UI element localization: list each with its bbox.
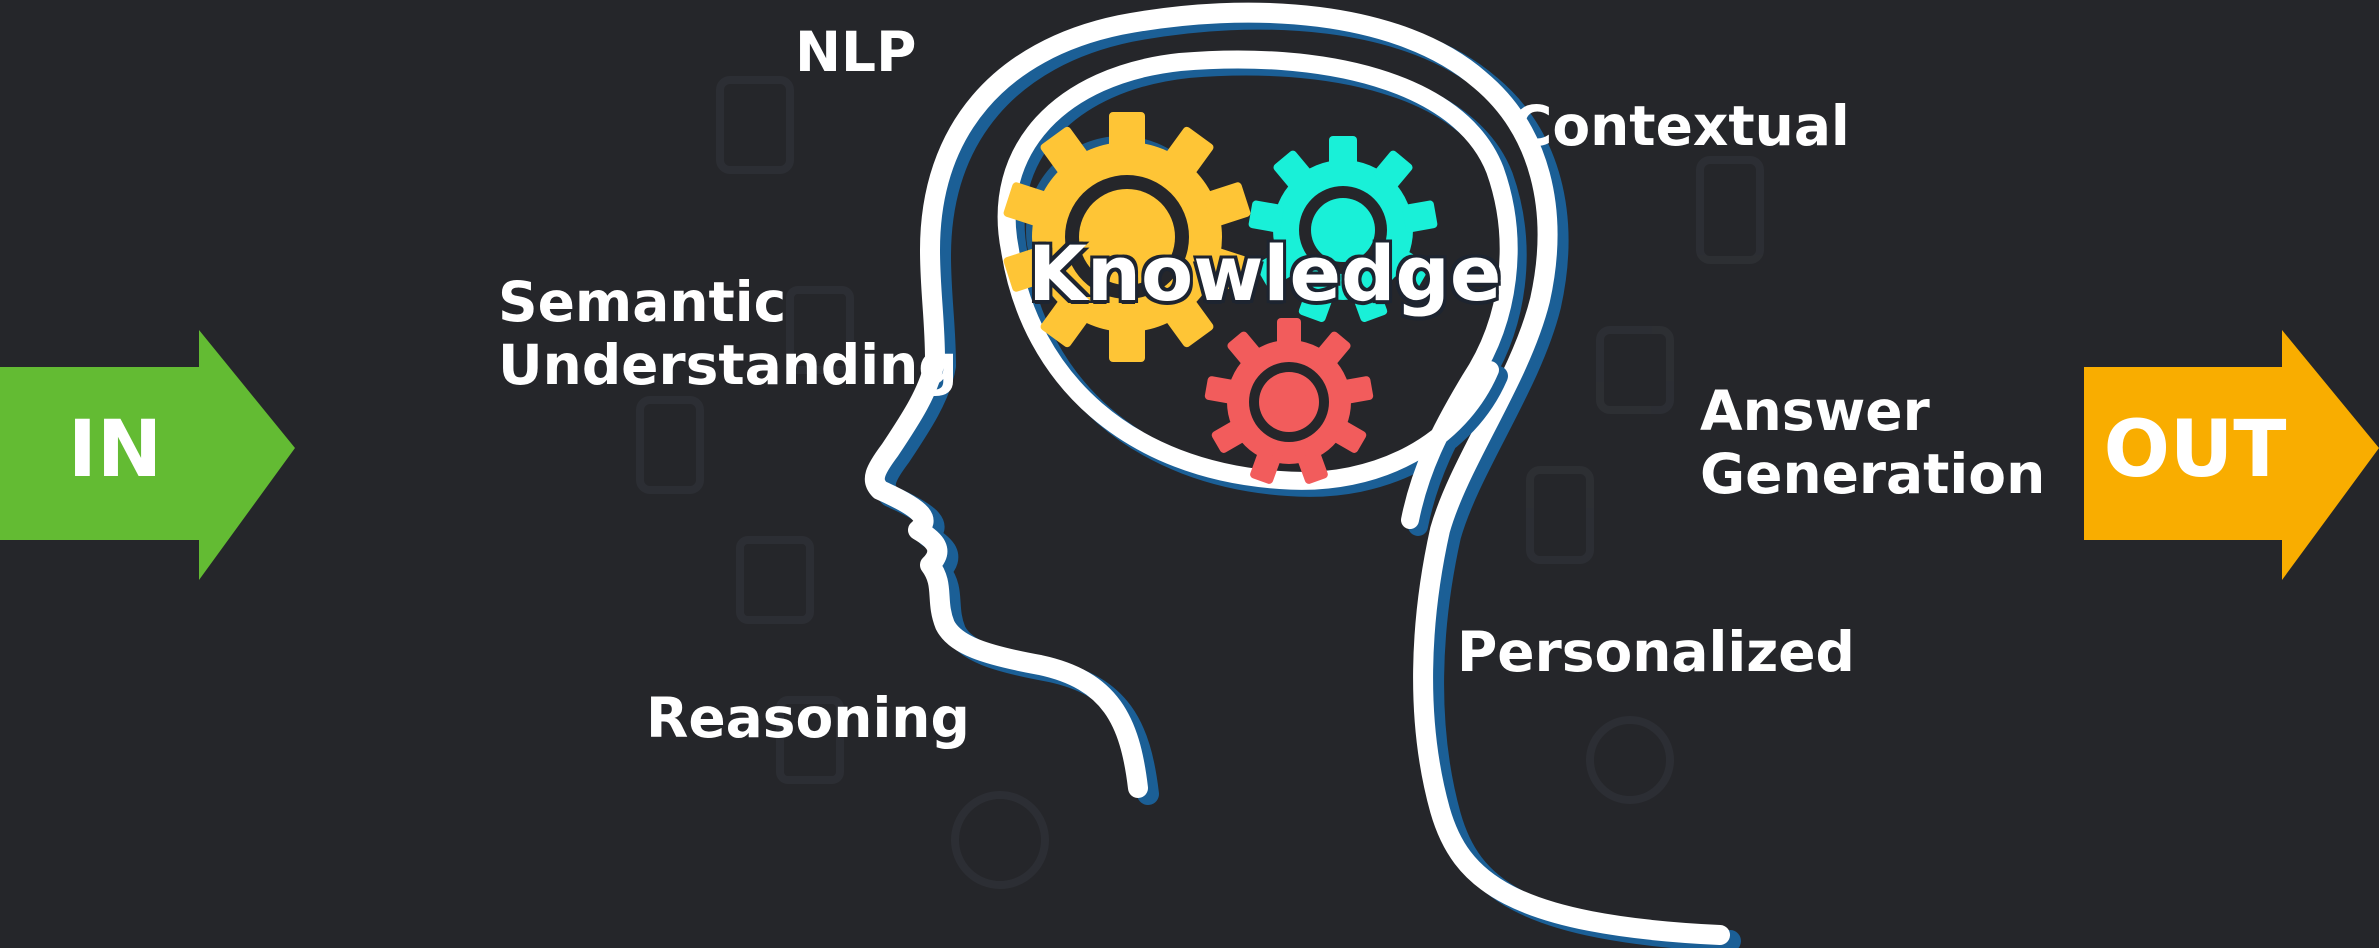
label-contextual: Contextual xyxy=(1512,94,1850,158)
gear-icon-cyan xyxy=(1248,136,1438,322)
head-outline-icon xyxy=(864,2,1741,948)
gear-icon-red xyxy=(1204,318,1374,484)
in-arrow-label: IN xyxy=(67,405,163,495)
in-arrow-shape xyxy=(0,330,295,580)
label-nlp: NLP xyxy=(795,20,917,84)
knowledge-label: Knowledge xyxy=(1028,229,1502,318)
label-semantic-line1: Semantic xyxy=(498,270,787,334)
label-answer-line1: Answer xyxy=(1700,379,1930,443)
out-arrow-label: OUT xyxy=(2103,405,2287,495)
label-answer-line2: Generation xyxy=(1700,442,2046,506)
label-personalized: Personalized xyxy=(1457,620,1855,684)
label-reasoning: Reasoning xyxy=(646,686,970,750)
background-doodles xyxy=(636,76,1764,889)
gear-icon-yellow xyxy=(1003,112,1251,362)
label-semantic-line2: Understanding xyxy=(498,333,958,397)
out-arrow-shape xyxy=(2084,330,2379,580)
